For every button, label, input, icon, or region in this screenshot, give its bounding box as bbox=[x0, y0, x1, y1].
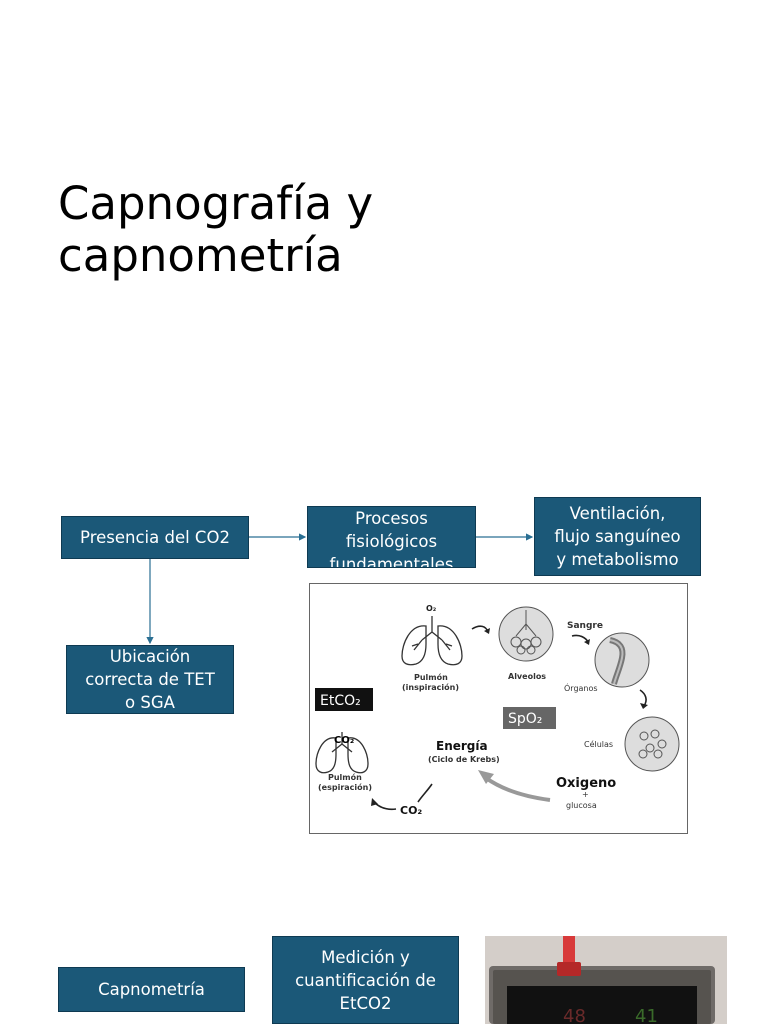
label-pulmon-insp-2: (inspiración) bbox=[402, 682, 459, 692]
box-presencia-label: Presencia del CO2 bbox=[80, 528, 230, 547]
vessel-icon bbox=[594, 632, 650, 688]
page-title: Capnografía y capnometría bbox=[58, 178, 373, 282]
box-presencia-co2: Presencia del CO2 bbox=[61, 516, 249, 559]
box-capnometria-label: Capnometría bbox=[98, 980, 205, 999]
label-krebs: (Ciclo de Krebs) bbox=[428, 755, 500, 764]
label-energia: Energía bbox=[436, 739, 488, 753]
label-spo2: SpO₂ bbox=[508, 711, 542, 727]
label-etco2: EtCO₂ bbox=[320, 693, 361, 709]
label-sangre: Sangre bbox=[567, 621, 603, 631]
label-oxigeno: Oxigeno bbox=[556, 776, 616, 791]
capnometer-device: 48 41 bbox=[485, 936, 727, 1024]
label-organos: Órganos bbox=[564, 682, 598, 693]
box-ventilacion-line-1: Ventilación, bbox=[569, 504, 666, 523]
label-celulas: Células bbox=[584, 739, 613, 749]
svg-text:41: 41 bbox=[635, 1006, 658, 1024]
physiology-figure: O₂ Pulmón (inspiración) Alveolos Sangre … bbox=[309, 583, 688, 834]
label-pulmon-esp-1: Pulmón bbox=[328, 772, 362, 782]
oxygen-arrowhead bbox=[478, 770, 494, 784]
label-pulmon-insp-1: Pulmón bbox=[414, 672, 448, 682]
box-ubicacion-line-1: Ubicación bbox=[109, 647, 191, 666]
label-alveolos: Alveolos bbox=[508, 672, 546, 681]
label-glucosa: glucosa bbox=[566, 801, 597, 810]
box-ubicacion-tet: Ubicación correcta de TET o SGA bbox=[66, 645, 234, 714]
label-o2: O₂ bbox=[426, 604, 437, 613]
title-line-2: capnometría bbox=[58, 229, 343, 282]
box-ubicacion-line-2: correcta de TET bbox=[85, 670, 215, 689]
label-plus: + bbox=[582, 790, 589, 799]
co2-arrow bbox=[373, 801, 397, 811]
alveoli-icon bbox=[498, 606, 554, 662]
box-medicion-line-1: Medición y bbox=[321, 947, 410, 967]
box-ventilacion: Ventilación, flujo sanguíneo y metabolis… bbox=[534, 497, 701, 576]
label-co2: CO₂ bbox=[400, 804, 422, 817]
box-medicion: Medición y cuantificación de EtCO2 bbox=[272, 936, 459, 1024]
cycle-arrowhead-2 bbox=[584, 639, 590, 645]
etco2-badge bbox=[315, 688, 373, 711]
co2-arrowhead bbox=[371, 798, 378, 806]
label-pulmon-esp-2: (espiración) bbox=[318, 782, 372, 792]
cycle-arrow-co2 bbox=[417, 783, 433, 803]
box-capnometria: Capnometría bbox=[58, 967, 245, 1012]
lung-icon-expiration bbox=[315, 732, 369, 774]
cycle-arrow-2 bbox=[571, 634, 589, 643]
box-procesos-line-2: fisiológicos bbox=[345, 532, 438, 551]
box-ventilacion-line-3: y metabolismo bbox=[556, 550, 679, 569]
box-procesos-line-1: Procesos bbox=[355, 509, 428, 528]
svg-text:48: 48 bbox=[563, 1006, 586, 1024]
title-line-1: Capnografía y bbox=[58, 177, 374, 230]
box-procesos-line-3: fundamentales bbox=[329, 555, 454, 568]
lung-icon bbox=[401, 616, 463, 666]
cells-icon bbox=[624, 716, 680, 772]
box-ubicacion-line-3: o SGA bbox=[125, 693, 175, 712]
cycle-arrowhead-1 bbox=[484, 628, 490, 634]
box-medicion-line-2: cuantificación de bbox=[295, 970, 436, 990]
label-co2-lung: CO₂ bbox=[334, 735, 354, 746]
spo2-badge bbox=[503, 707, 556, 729]
cycle-arrowhead-3 bbox=[640, 703, 648, 709]
box-medicion-line-3: EtCO2 bbox=[339, 993, 392, 1013]
box-ventilacion-line-2: flujo sanguíneo bbox=[554, 527, 681, 546]
box-procesos-fisiologicos: Procesos fisiológicos fundamentales bbox=[307, 506, 476, 568]
oxygen-arrow bbox=[484, 776, 551, 802]
